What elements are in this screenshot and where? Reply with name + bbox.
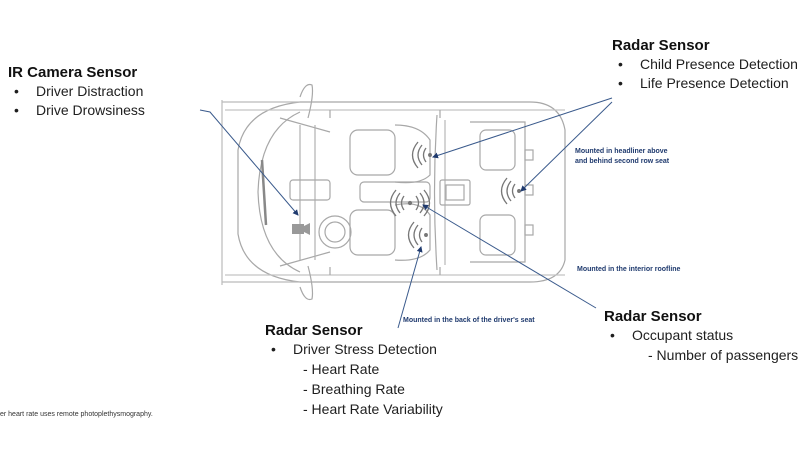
arrow-radar-bottom xyxy=(397,246,423,329)
bullet: • xyxy=(14,102,19,118)
footnote: er heart rate uses remote photoplethysmo… xyxy=(0,411,153,418)
radar-right-item: • Occupant status xyxy=(604,326,798,345)
bullet: • xyxy=(618,75,623,91)
radar-sensor-top-title: Radar Sensor xyxy=(612,37,710,54)
note-roofline: Mounted in the interior roofline xyxy=(577,266,681,273)
radar-sensor-right-block: Radar Sensor • Occupant status - Number o… xyxy=(604,307,798,365)
radar-sensor-top-block: Radar Sensor • Child Presence Detection •… xyxy=(612,36,798,93)
radar-sensor-bottom-title: Radar Sensor xyxy=(265,322,363,339)
item-text: Child Presence Detection xyxy=(640,56,798,72)
radar-bottom-subitem: - Heart Rate Variability xyxy=(303,401,443,417)
ir-camera-sensor-block: IR Camera Sensor • Driver Distraction • Dr… xyxy=(8,63,145,120)
radar-top-item: • Life Presence Detection xyxy=(612,74,798,93)
radar-top-item: • Child Presence Detection xyxy=(612,55,798,74)
radar-bottom-subitem: - Heart Rate xyxy=(303,361,380,377)
camera-icon xyxy=(292,223,310,235)
radar-right-subitem: - Number of passengers xyxy=(648,347,799,363)
bullet: • xyxy=(14,83,19,99)
note-headliner-line2: and behind second row seat xyxy=(575,158,670,165)
bullet: • xyxy=(271,341,276,357)
arrow-radar-top-1 xyxy=(432,97,613,159)
radar-wave-icon-driver-seat xyxy=(407,221,428,249)
item-text: Drive Drowsiness xyxy=(36,102,145,118)
item-text: Life Presence Detection xyxy=(640,75,789,91)
item-text: Driver Distraction xyxy=(36,83,144,99)
item-text: Driver Stress Detection xyxy=(293,341,437,357)
radar-wave-icon-roofline xyxy=(389,189,431,217)
bullet: • xyxy=(610,327,615,343)
ir-camera-item: • Drive Drowsiness xyxy=(8,101,145,120)
radar-sensor-bottom-block: Radar Sensor • Driver Stress Detection - … xyxy=(265,321,443,419)
radar-bottom-item: • Driver Stress Detection xyxy=(265,340,443,359)
ir-camera-sensor-title: IR Camera Sensor xyxy=(8,64,138,81)
note-headliner: Mounted in headliner above and behind se… xyxy=(575,147,669,167)
note-headliner-line1: Mounted in headliner above xyxy=(575,148,668,155)
radar-sensor-right-title: Radar Sensor xyxy=(604,308,702,325)
callout-arrows xyxy=(199,97,613,329)
arrow-radar-top-2 xyxy=(520,101,613,192)
item-text: Occupant status xyxy=(632,327,734,343)
arrow-radar-right xyxy=(422,204,597,309)
ir-camera-item: • Driver Distraction xyxy=(8,82,145,101)
radar-wave-icon-second-row xyxy=(500,177,521,205)
radar-bottom-subitem: - Breathing Rate xyxy=(303,381,405,397)
bullet: • xyxy=(618,56,623,72)
car-outline xyxy=(221,83,566,301)
radar-wave-icon-front-passenger xyxy=(411,141,432,169)
arrow-ir-camera xyxy=(199,109,299,216)
note-driver-seat: Mounted in the back of the driver's seat xyxy=(403,317,535,324)
